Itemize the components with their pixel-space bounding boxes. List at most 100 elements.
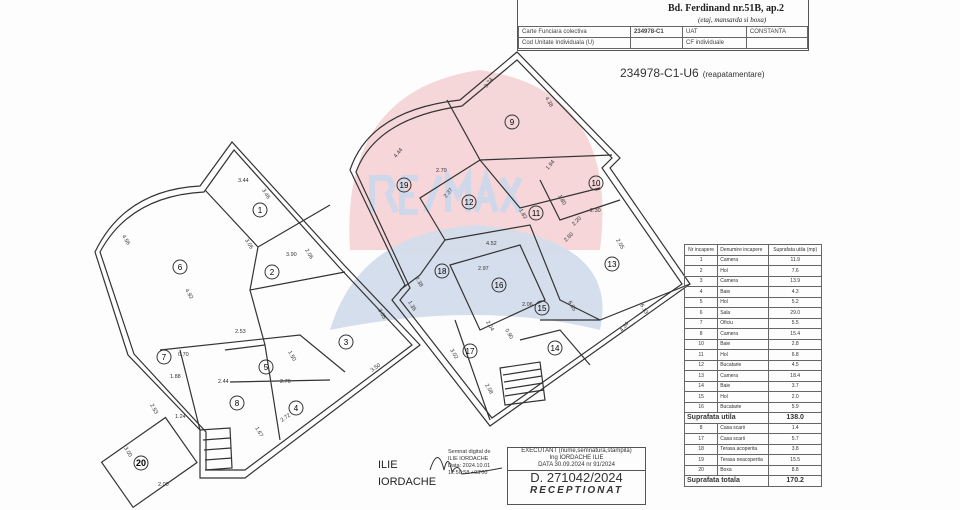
room-number-17: 17 [462,343,478,359]
dimension-label: 3.90 [286,252,297,258]
room-circle [396,177,412,193]
room-circle [462,343,478,359]
dimension-label: 2.38 [413,276,424,288]
room-circle [588,175,604,191]
table-cell: Baie [717,338,770,350]
table-cell: 12 [683,359,719,371]
room-number-text: 17 [466,347,475,356]
table-cell: 1 [683,254,719,266]
stamp-received: RECEPTIONAT [530,485,623,496]
room-number-10: 10 [588,175,604,191]
table-cell: 16 [683,401,719,413]
walls [94,51,691,509]
sig-line: ILIE IORDACHE [448,456,489,462]
dimension-label: 3.06 [243,238,254,250]
table-cell: Casa scarii [717,422,770,434]
room-number-text: 2 [270,268,275,277]
sig-line: 12:50:58 +03'00' [448,470,489,476]
room-number-20: 20 [133,455,149,471]
dimension-label: 2.00 [158,482,169,488]
room-number-7: 7 [156,349,172,365]
unit-code-text: 234978-C1-U6 [620,66,699,80]
room-number-text: 4 [294,404,299,413]
stamp-number: D. 271042/2024 [508,470,645,485]
table-cell: Terasa neacoperita [717,454,770,466]
executant-stamp: EXECUTANT (nume,semnatura,stampila) Ing … [507,447,646,505]
table-cell: 4.5 [768,359,822,371]
room-circle [258,359,274,375]
table-cell: 10 [683,338,719,350]
dimension-label: 4.34 [619,321,630,333]
cell: CF individuale [682,37,747,49]
table-cell: 11 [683,349,719,361]
room-circle [229,395,245,411]
dimension-label: 1.94 [545,159,556,171]
table-cell: 2.8 [768,338,822,350]
table-cell: Bucatarie [717,359,770,371]
dimension-label: 2.44 [218,379,229,385]
room-number-text: 5 [264,363,269,372]
table-cell: 2 [683,265,719,277]
table-cell: 5.2 [768,296,822,308]
stamp-line: EXECUTANT (nume,semnatura,stampila) [521,448,632,454]
table-cell: 5 [683,296,719,308]
table-cell: Bucatarie [717,401,770,413]
dimension-label: 4.56 [120,234,131,246]
room-number-14: 14 [547,340,563,356]
dimension-label: 2.72 [280,413,292,424]
table-cell: 15.5 [768,454,822,466]
room-number-19: 19 [396,177,412,193]
room-circle [338,334,354,350]
cell: CONSTANTA [745,26,809,38]
dimension-label: 3.00 [122,446,133,458]
signer-last: IORDACHE [378,476,437,488]
table-cell: Hol [717,349,770,361]
table-cell: Hol [717,391,770,403]
dimension-label: 3.05 [376,308,387,320]
room-number-3: 3 [338,334,354,350]
table-cell: Denumire incapere [717,244,770,256]
table-cell: 5.9 [768,401,822,413]
room-number-text: 16 [495,281,504,290]
table-cell: 18 [683,443,719,455]
dimension-label: 2.06 [522,302,533,308]
room-number-9: 9 [504,114,520,130]
dimension-label: 6.13 [638,303,649,315]
dimension-label: 1.36 [406,300,417,312]
table-cell: 11.9 [768,254,822,266]
cell: UAT [682,26,747,38]
table-cell: Boxa [717,464,770,476]
signer-first: ILIE [378,459,398,471]
room-number-18: 18 [434,263,450,279]
room-number-4: 4 [288,400,304,416]
room-number-12: 12 [461,194,477,210]
room-circle [133,455,149,471]
table-cell: Baie [717,286,770,298]
table-cell: Camera [717,254,770,266]
room-number-text: 8 [235,399,240,408]
dimension-label: 4.92 [183,288,194,300]
room-number-15: 15 [534,300,550,316]
table-cell: 4 [683,286,719,298]
dimension-label: 2.30 [590,208,601,214]
table-cell: 5.7 [768,433,822,445]
dimension-label: 2.97 [478,266,489,272]
total-area-label: Suprafata totala [683,475,770,487]
room-circle [504,114,520,130]
address: Bd. Ferdinand nr.51B, ap.2 [668,3,785,14]
remax-watermark [330,70,603,330]
dimension-label: 3.02 [448,348,459,360]
table-cell: Baie [717,380,770,392]
room-circle [252,202,268,218]
room-number-text: 10 [592,179,601,188]
left-plan-outline [94,141,421,479]
room-circle [156,349,172,365]
room-number-6: 6 [172,259,188,275]
room-number-8: 8 [229,395,245,411]
table-cell: Nr incapere [683,244,719,256]
